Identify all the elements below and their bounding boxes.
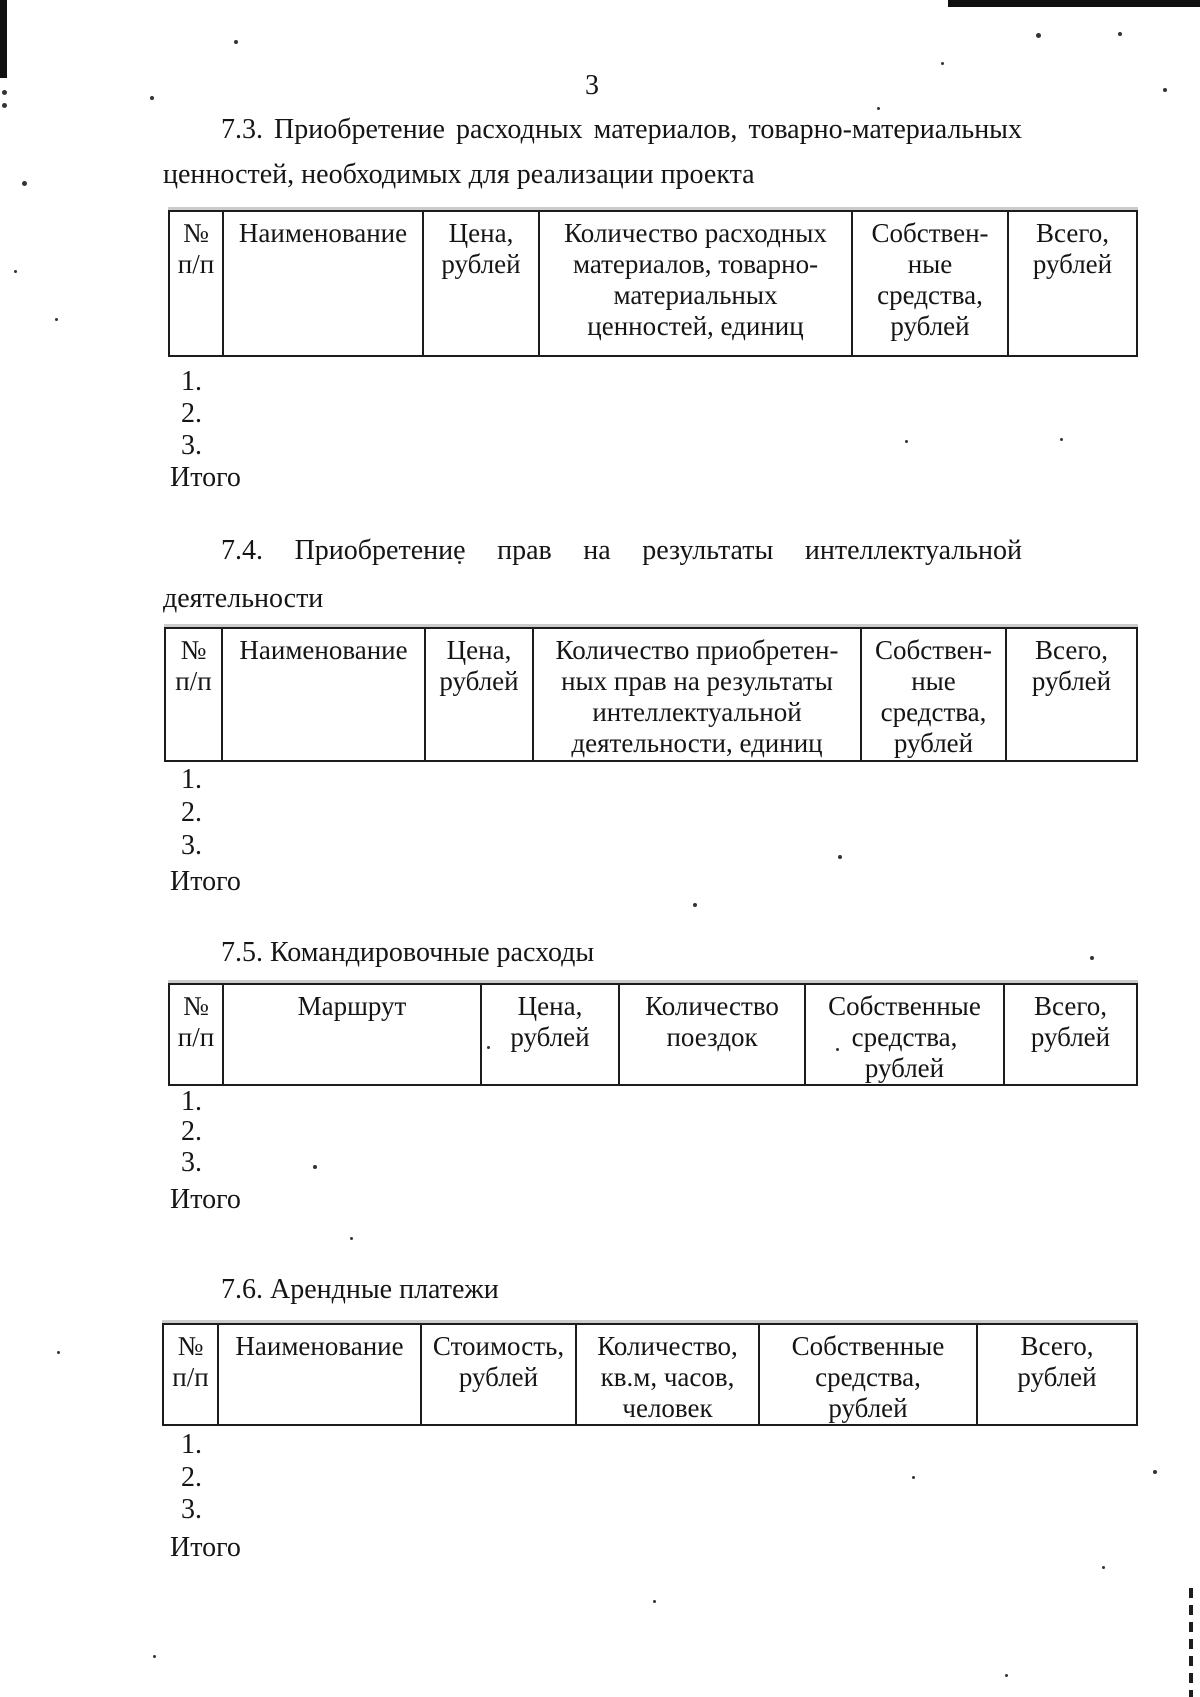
section-7-5-heading: 7.5. Командировочные расходы <box>221 937 595 968</box>
table-7-3-header-own-funds: Собствен- ные средства, рублей <box>851 210 1009 357</box>
scan-dot <box>693 903 697 907</box>
table-7-5-header-route: Маршрут <box>222 983 482 1086</box>
table-7-4-header-name: Наименование <box>221 627 426 762</box>
table-7-6-header-total: Всего, рублей <box>976 1323 1138 1426</box>
table-7-5-header-total: Всего, рублей <box>1003 983 1138 1086</box>
table-7-3-header-num: № п/п <box>168 210 224 357</box>
scan-dot <box>313 1165 317 1169</box>
table-7-6-header-own-funds: Собственные средства, рублей <box>758 1323 978 1426</box>
scan-dashed-line-right-edge <box>1189 1588 1193 1697</box>
table-7-3-row-3: 3. <box>181 430 202 461</box>
scan-dot <box>57 1351 60 1354</box>
scan-dot <box>1118 32 1122 36</box>
table-7-3-row-1: 1. <box>181 366 202 397</box>
scan-dot <box>1060 438 1063 441</box>
table-7-5-row-2: 2. <box>181 1116 202 1147</box>
table-7-6-header-quantity: Количество, кв.м, часов, человек <box>575 1323 760 1426</box>
table-7-3-header-name: Наименование <box>222 210 424 357</box>
table-7-5-header-num: № п/п <box>168 983 224 1086</box>
section-7-4-heading-line-2: деятельности <box>163 583 324 614</box>
table-7-5-header-own-funds: Собственные средства, рублей <box>804 983 1005 1086</box>
scan-dot <box>838 855 842 859</box>
scan-dot <box>1163 88 1167 92</box>
scan-dot <box>2 103 7 108</box>
table-7-4-header-total: Всего, рублей <box>1005 627 1138 762</box>
scan-dot <box>1090 956 1094 960</box>
scan-dot <box>22 181 27 186</box>
page-number: 3 <box>585 70 599 101</box>
scan-dot <box>153 1655 156 1658</box>
scan-dot <box>350 1237 353 1240</box>
table-7-4: № п/п Наименование Цена, рублей Количест… <box>164 627 1138 762</box>
scan-dot <box>1153 1470 1157 1474</box>
table-7-6-header-num: № п/п <box>162 1323 219 1426</box>
scan-dot <box>836 1048 839 1051</box>
table-7-4-header-own-funds: Собствен- ные средства, рублей <box>860 627 1007 762</box>
table-7-5-header-price: Цена, рублей <box>480 983 620 1086</box>
section-7-3-heading-line-2: ценностей, необходимых для реализации пр… <box>163 159 755 190</box>
table-7-3-header-price: Цена, рублей <box>422 210 540 357</box>
scan-dot <box>912 1476 915 1479</box>
table-7-6: № п/п Наименование Стоимость, рублей Кол… <box>162 1323 1138 1426</box>
table-7-3-total-row: Итого <box>170 462 241 493</box>
table-7-6-total-row: Итого <box>170 1532 241 1563</box>
table-7-5: № п/п Маршрут Цена, рублей Количество по… <box>168 983 1138 1086</box>
scan-dot <box>1005 1674 1008 1677</box>
table-7-6-row-2: 2. <box>181 1462 202 1493</box>
table-7-3-header-total: Всего, рублей <box>1007 210 1138 357</box>
scan-bar-top-edge <box>948 0 1200 7</box>
scan-dot <box>234 40 238 44</box>
scan-dot <box>1036 33 1041 38</box>
scan-dot <box>2 90 7 95</box>
table-7-4-row-3: 3. <box>181 830 202 861</box>
table-7-4-header-price: Цена, рублей <box>424 627 534 762</box>
table-7-5-total-row: Итого <box>170 1184 241 1215</box>
section-7-3-heading-line-1: 7.3. Приобретение расходных материалов, … <box>221 114 1022 145</box>
table-7-3-row-2: 2. <box>181 398 202 429</box>
scan-dot <box>941 62 944 65</box>
scan-dot <box>877 107 880 110</box>
scan-dot <box>55 318 58 321</box>
scan-dot <box>458 561 461 564</box>
scan-dot <box>905 440 908 443</box>
table-7-3-header-quantity: Количество расходных материалов, товарно… <box>538 210 853 357</box>
table-7-4-row-1: 1. <box>181 764 202 795</box>
scan-dot <box>150 96 154 100</box>
table-7-6-header-name: Наименование <box>217 1323 422 1426</box>
table-7-4-total-row: Итого <box>170 866 241 897</box>
table-7-4-header-num: № п/п <box>164 627 223 762</box>
section-7-4-heading-line-1: 7.4. Приобретение прав на результаты инт… <box>221 535 1022 566</box>
table-7-5-row-3: 3. <box>181 1147 202 1178</box>
table-7-6-header-cost: Стоимость, рублей <box>420 1323 577 1426</box>
scan-dot <box>653 1600 656 1603</box>
section-7-6-heading: 7.6. Арендные платежи <box>221 1274 499 1305</box>
table-7-5-row-1: 1. <box>181 1086 202 1117</box>
table-7-5-header-trips: Количество поездок <box>618 983 806 1086</box>
table-7-3: № п/п Наименование Цена, рублей Количест… <box>168 210 1138 357</box>
scan-dot <box>1102 1566 1105 1569</box>
scan-dot <box>487 1046 490 1049</box>
table-7-4-row-2: 2. <box>181 797 202 828</box>
scan-dot <box>14 270 17 273</box>
table-7-6-row-1: 1. <box>181 1429 202 1460</box>
table-7-4-header-quantity: Количество приобретен- ных прав на резул… <box>532 627 862 762</box>
scan-bar-left-edge <box>0 0 7 78</box>
table-7-6-row-3: 3. <box>181 1494 202 1525</box>
